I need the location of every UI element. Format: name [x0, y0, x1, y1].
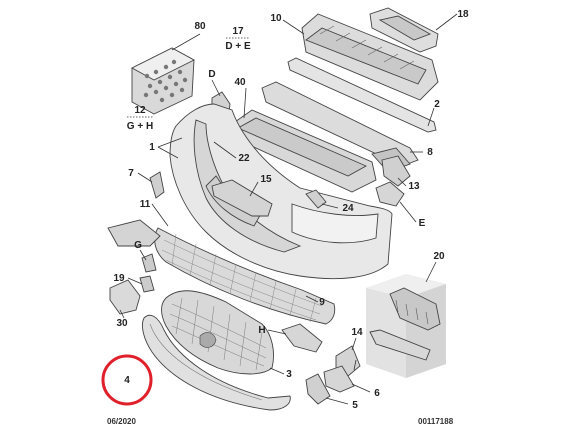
callout-17-sub: D + E	[225, 41, 251, 52]
callout-6: 6	[374, 388, 380, 399]
part-2-strip[interactable]	[287, 57, 437, 133]
callout-1: 1	[149, 142, 155, 153]
callout-10: 10	[270, 13, 282, 24]
callout-H: H	[258, 325, 265, 336]
footer-reference: 00117188	[418, 417, 454, 426]
callout-labels: 80 17 D + E 10 18 D 40 12 G + H 2 1 22 8…	[113, 9, 469, 411]
leader-lines	[119, 13, 458, 405]
callout-G: G	[134, 240, 142, 251]
callout-11: 11	[140, 199, 151, 210]
callout-30: 30	[116, 318, 128, 329]
part-5-trim[interactable]	[305, 373, 331, 405]
callout-4: 4	[124, 375, 130, 386]
callout-2: 2	[434, 99, 440, 110]
callout-3: 3	[286, 369, 292, 380]
callout-12: 12	[134, 105, 146, 116]
callout-14: 14	[351, 327, 363, 338]
part-19-clip[interactable]	[139, 275, 155, 293]
callout-40: 40	[234, 77, 246, 88]
part-20-box[interactable]	[366, 274, 446, 378]
callout-9: 9	[319, 297, 325, 308]
part-10-upper-support[interactable]	[301, 13, 439, 101]
footer-date: 06/2020	[107, 417, 136, 426]
part-9-bracket[interactable]	[107, 219, 161, 247]
callout-15: 15	[260, 174, 272, 185]
callout-24: 24	[342, 203, 354, 214]
part-11-lower-grille[interactable]	[154, 227, 336, 325]
part-4-grille-frame[interactable]	[141, 314, 291, 411]
part-6-trim[interactable]	[323, 365, 355, 393]
part-30-plate[interactable]	[109, 279, 141, 315]
part-H-clip[interactable]	[281, 323, 323, 353]
callout-13: 13	[408, 181, 420, 192]
callout-80: 80	[194, 21, 206, 32]
highlight-circle-part-4	[101, 354, 153, 406]
callout-20: 20	[433, 251, 445, 262]
part-E-bracket[interactable]	[375, 181, 405, 207]
callout-E: E	[419, 218, 426, 229]
callout-19: 19	[113, 273, 125, 284]
part-80-clip-box[interactable]	[131, 47, 195, 115]
callout-D-top: D	[208, 69, 215, 80]
callout-12-sub: G + H	[127, 121, 153, 132]
callout-8: 8	[427, 147, 433, 158]
part-7-trim[interactable]	[149, 171, 165, 199]
callout-7: 7	[128, 168, 134, 179]
part-13-bracket[interactable]	[381, 155, 411, 187]
callout-18: 18	[457, 9, 469, 20]
part-15-bracket[interactable]	[211, 179, 273, 217]
callout-17: 17	[232, 26, 244, 37]
part-3-main-grille[interactable]	[161, 290, 274, 375]
callout-5: 5	[352, 400, 358, 411]
callout-22: 22	[238, 153, 250, 164]
part-24-clip[interactable]	[305, 189, 327, 209]
part-18-bracket[interactable]	[369, 7, 439, 53]
